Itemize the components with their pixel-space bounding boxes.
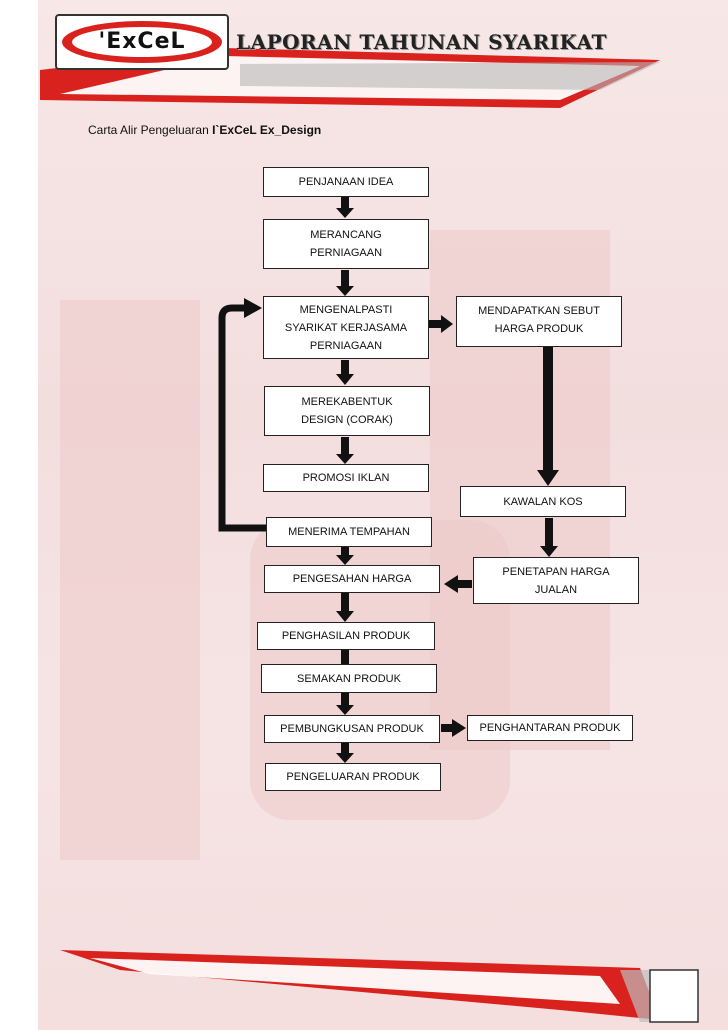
step-label: MEREKABENTUK xyxy=(301,396,393,408)
feedback-loop-line xyxy=(218,304,266,532)
step-label: PENGHANTARAN PRODUK xyxy=(479,722,621,734)
arrow-down xyxy=(336,547,354,565)
step-label: KAWALAN KOS xyxy=(503,495,583,508)
step-label: HARGA PRODUK xyxy=(494,323,584,335)
step-label: MENGENALPASTI xyxy=(299,303,393,316)
step-pengesahan-harga: PENGESAHAN HARGA xyxy=(264,565,440,593)
background-building xyxy=(60,300,200,860)
arrow-down xyxy=(336,593,354,622)
arrow-down xyxy=(540,518,558,557)
feedback-loop-arrowhead xyxy=(244,298,262,318)
page-number-box xyxy=(649,969,699,1023)
arrow-down xyxy=(336,196,354,218)
chart-caption: Carta Alir Pengeluaran I`ExCeL Ex_Design xyxy=(88,123,321,137)
step-label: SYARIKAT KERJASAMA xyxy=(284,321,408,334)
step-label: PENGESAHAN HARGA xyxy=(292,573,412,585)
step-menerima-tempahan: MENERIMA TEMPAHAN xyxy=(266,517,432,547)
caption-company: I`ExCeL Ex_Design xyxy=(212,123,322,137)
arrow-down xyxy=(336,360,354,385)
step-pengeluaran-produk: PENGELUARAN PRODUK xyxy=(265,763,441,791)
step-label: PERNIAGAAN xyxy=(309,247,383,259)
step-merancang-perniagaan: MERANCANG PERNIAGAAN xyxy=(263,219,429,269)
step-label: DESIGN (CORAK) xyxy=(301,414,393,426)
logo-text: 'ExCeL xyxy=(98,29,186,54)
step-promosi-iklan: PROMOSI IKLAN xyxy=(263,464,429,492)
step-merekabentuk-design: MEREKABENTUK DESIGN (CORAK) xyxy=(264,386,430,436)
step-mengenalpasti-syarikat: MENGENALPASTI SYARIKAT KERJASAMA PERNIAG… xyxy=(263,296,429,359)
step-label: JUALAN xyxy=(534,583,578,596)
step-label: PENJANAAN IDEA xyxy=(298,176,394,188)
arrow-down xyxy=(336,693,354,715)
step-label: PENGELUARAN PRODUK xyxy=(286,771,420,783)
step-label: PENETAPAN HARGA xyxy=(502,565,610,578)
arrow-down xyxy=(341,650,349,664)
arrow-right xyxy=(441,719,466,737)
arrow-down xyxy=(537,347,559,486)
step-label: MERANCANG xyxy=(310,229,382,241)
step-label: PEMBUNGKUSAN PRODUK xyxy=(280,723,424,735)
arrow-down xyxy=(336,743,354,763)
step-penetapan-harga-jualan: PENETAPAN HARGA JUALAN xyxy=(473,557,639,604)
step-penjanaan-idea: PENJANAAN IDEA xyxy=(263,167,429,197)
step-penghantaran-produk: PENGHANTARAN PRODUK xyxy=(467,715,633,741)
step-semakan-produk: SEMAKAN PRODUK xyxy=(261,664,437,693)
arrow-down xyxy=(336,437,354,464)
step-label: MENDAPATKAN SEBUT xyxy=(478,305,600,317)
step-label: SEMAKAN PRODUK xyxy=(297,672,401,685)
step-label: PERNIAGAAN xyxy=(309,339,383,352)
company-logo: 'ExCeL xyxy=(55,14,229,70)
step-mendapatkan-sebut-harga: MENDAPATKAN SEBUT HARGA PRODUK xyxy=(456,296,622,347)
header-gray-band xyxy=(240,62,660,90)
arrow-left xyxy=(444,575,472,593)
footer-white-band xyxy=(90,958,620,1004)
caption-prefix: Carta Alir Pengeluaran xyxy=(88,123,213,137)
report-title: LAPORAN TAHUNAN SYARIKAT xyxy=(236,30,607,54)
step-kawalan-kos: KAWALAN KOS xyxy=(460,486,626,517)
step-label: PROMOSI IKLAN xyxy=(302,472,390,484)
step-penghasilan-produk: PENGHASILAN PRODUK xyxy=(257,622,435,650)
step-label: PENGHASILAN PRODUK xyxy=(281,630,411,642)
step-pembungkusan-produk: PEMBUNGKUSAN PRODUK xyxy=(264,715,440,743)
footer-banner xyxy=(60,950,699,1023)
arrow-down xyxy=(336,270,354,296)
step-label: MENERIMA TEMPAHAN xyxy=(288,526,410,538)
arrow-right xyxy=(429,315,453,333)
